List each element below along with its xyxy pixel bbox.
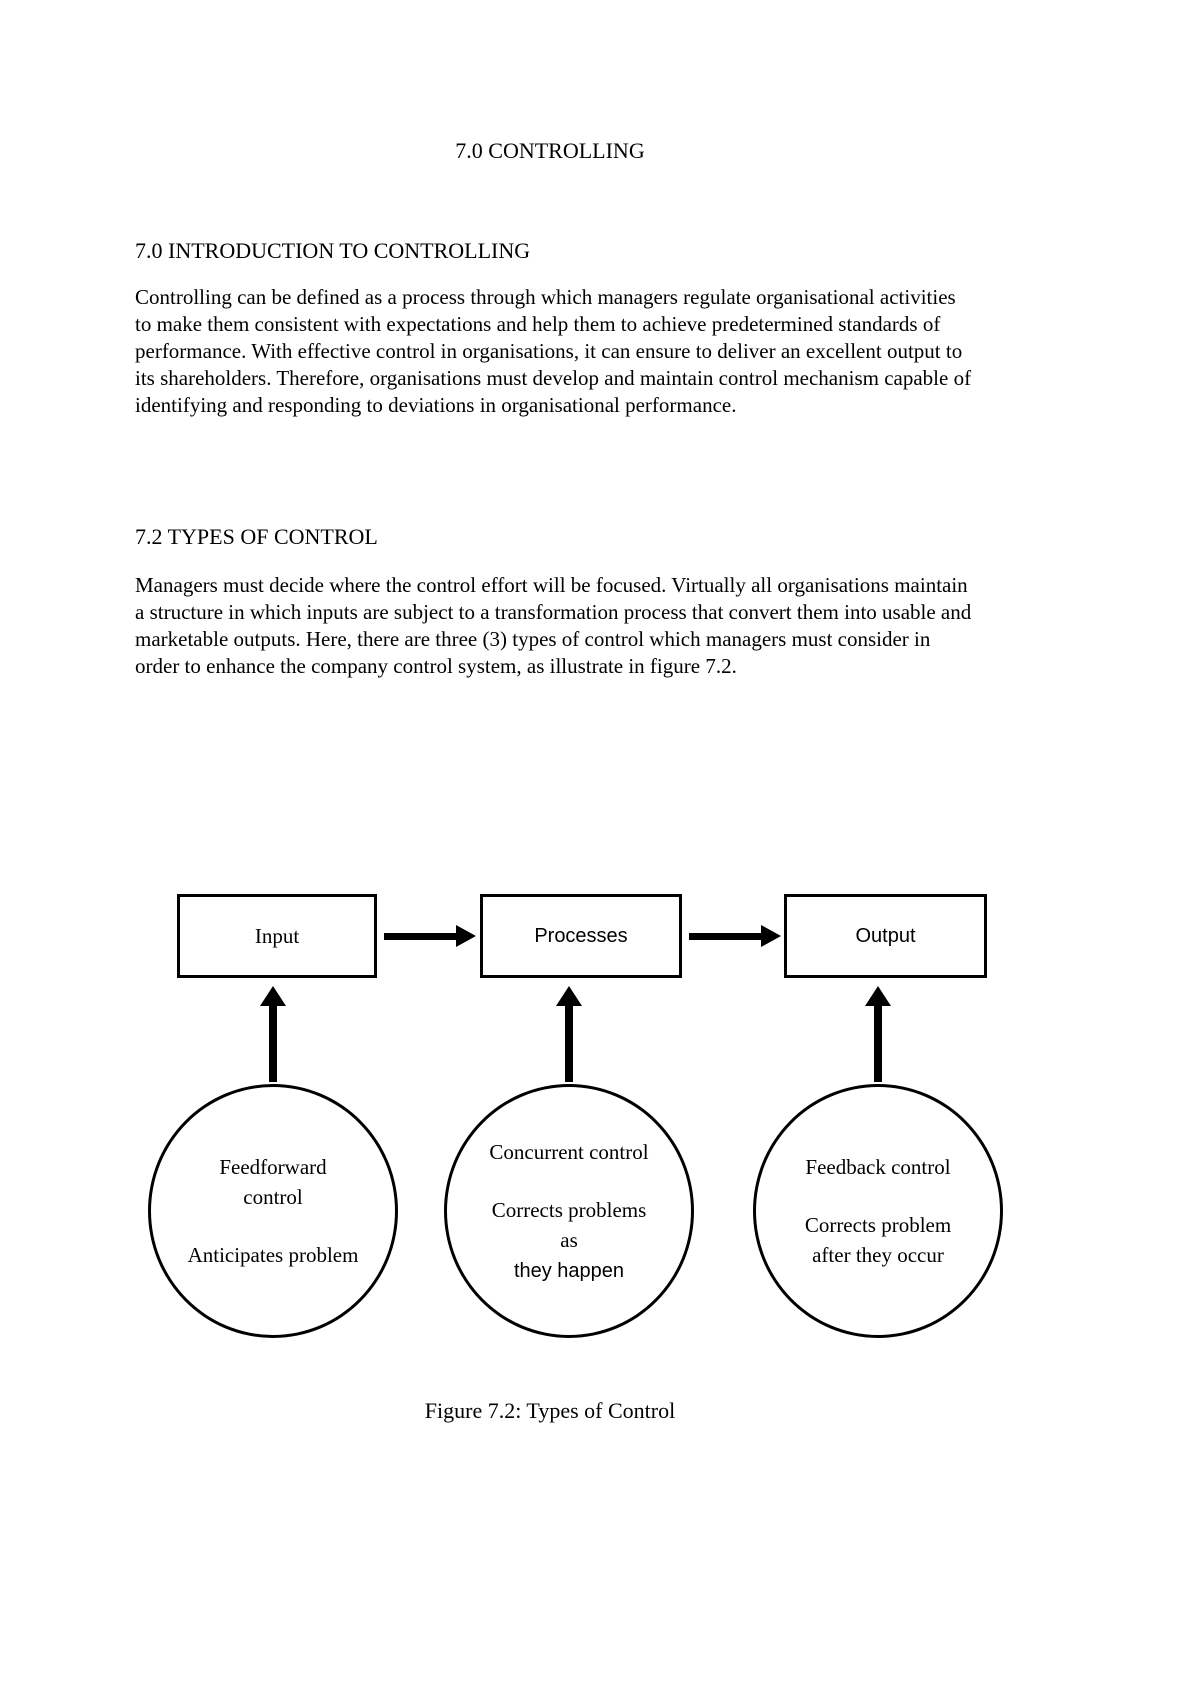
figure-caption: Figure 7.2: Types of Control [424,1398,676,1423]
diagram-box-output-label: Output [855,924,916,947]
arrow-up-concurrent-to-processes-icon [556,986,582,1082]
circle-text: Concurrent control Corrects problems as … [483,1137,655,1286]
paragraph-types-of-control: Managers must decide where the control e… [135,573,972,678]
heading-types-of-control: 7.2 TYPES OF CONTROL [135,524,378,549]
circle-title: Feedback control [805,1155,951,1179]
diagram-circle-feedback-control: Feedback control Corrects problem after … [753,1084,1003,1338]
circle-description-line: they happen [513,1259,625,1282]
heading-introduction: 7.0 INTRODUCTION TO CONTROLLING [135,238,531,263]
arrow-head [761,925,781,947]
arrow-right-processes-to-output-icon [689,925,781,947]
diagram-box-input: Input [177,894,377,978]
arrow-shaft [874,1006,882,1082]
diagram-box-processes: Processes [480,894,682,978]
arrow-shaft [689,932,761,940]
arrow-head [865,986,891,1006]
circle-description: Anticipates problem [187,1243,359,1267]
diagram-box-input-label: Input [254,923,300,948]
circle-title: Concurrent control [489,1139,649,1164]
circle-title: Feedforward control [219,1155,327,1209]
arrow-shaft [269,1006,277,1082]
arrow-head [556,986,582,1006]
circle-text: Feedforward control Anticipates problem [187,1152,359,1270]
arrow-up-feedforward-to-input-icon [260,986,286,1082]
arrow-up-feedback-to-output-icon [865,986,891,1082]
arrow-shaft [565,1006,573,1082]
circle-description-line: Corrects problems as [491,1197,647,1252]
diagram-circle-feedforward-control: Feedforward control Anticipates problem [148,1084,398,1338]
diagram-circle-concurrent-control: Concurrent control Corrects problems as … [444,1084,694,1338]
arrow-right-input-to-processes-icon [384,925,476,947]
circle-text: Feedback control Corrects problem after … [792,1152,964,1270]
circle-description: Corrects problem after they occur [804,1213,952,1267]
arrow-shaft [384,932,456,940]
arrow-head [260,986,286,1006]
diagram-box-output: Output [784,894,987,978]
diagram-box-processes-label: Processes [534,924,628,947]
circle-description: Corrects problems as they happen [483,1195,655,1286]
arrow-head [456,925,476,947]
paragraph-introduction: Controlling can be defined as a process … [135,285,972,417]
page-title: 7.0 CONTROLLING [455,138,645,163]
